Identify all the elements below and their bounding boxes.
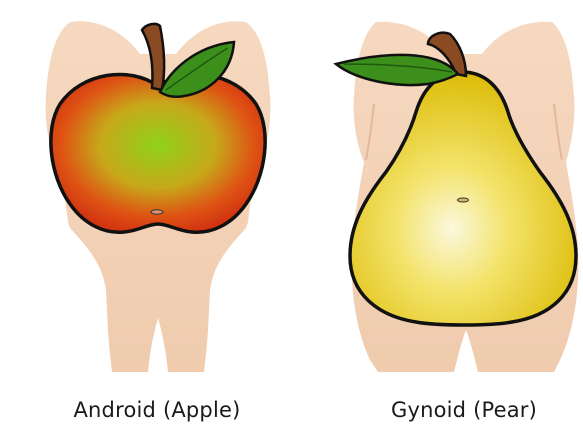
apple-icon [51,74,265,232]
pear-body-figure [336,22,578,372]
pear-caption: Gynoid (Pear) [391,398,537,422]
apple-body-figure [46,21,271,372]
apple-navel [151,210,163,214]
apple-caption: Android (Apple) [73,398,240,422]
pear-navel [458,198,469,202]
